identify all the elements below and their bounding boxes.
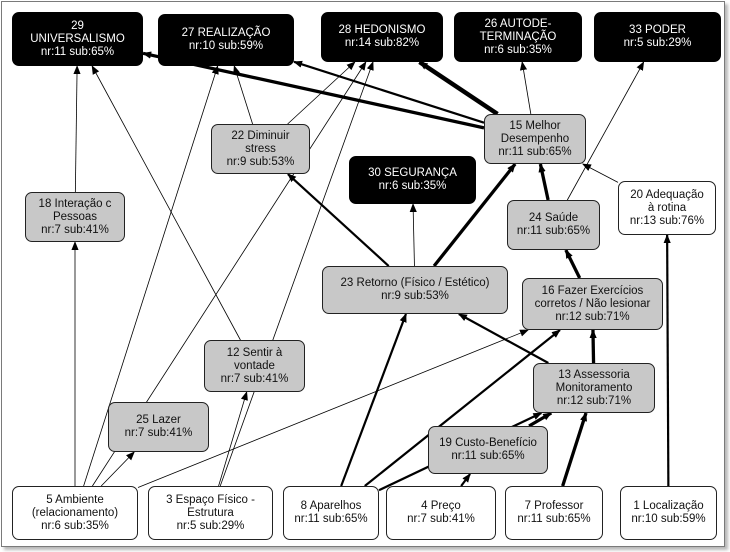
node-label: 28 HEDONISMO [338,24,426,36]
node-label: 23 Retorno (Físico / Estético) [340,277,490,289]
node-label: 19 Custo-Benefício [439,437,537,449]
node-stats: nr:6 sub:35% [41,519,109,532]
node-stats: nr:11 sub:65% [40,45,115,58]
node-stats: nr:7 sub:41% [124,427,193,439]
node-30-seguranca: 30 SEGURANÇA nr:6 sub:35% [349,156,476,204]
node-stats: nr:12 sub:71% [555,310,630,323]
edge-n23-to-n15 [432,162,517,268]
node-label: 18 Interação c Pessoas [38,197,112,223]
node-stats: nr:12 sub:71% [556,394,632,407]
node-label: 16 Fazer Exercícios corretos / Não lesio… [534,284,651,310]
node-stats: nr:9 sub:53% [226,155,295,168]
node-29-universalismo: 29 UNIVERSALISMO nr:11 sub:65% [12,12,143,66]
node-stats: nr:11 sub:65% [498,145,572,158]
node-stats: nr:5 sub:29% [623,37,692,49]
node-stats: nr:11 sub:65% [517,513,591,525]
edge-n12-to-n29 [91,65,241,341]
node-stats: nr:7 sub:41% [407,513,475,525]
edge-n5-to-n16 [137,329,529,488]
edge-n16-to-n24 [564,249,582,279]
node-stats: nr:7 sub:41% [220,372,289,385]
edge-n23-to-n30 [409,203,417,267]
node-19-custo-beneficio: 19 Custo-Benefício nr:11 sub:65% [428,426,548,474]
edge-n5-to-n27 [83,65,219,487]
node-stats: nr:11 sub:65% [451,450,525,462]
node-label: 27 REALIZAÇÃO [181,27,271,39]
node-label: 25 Lazer [136,414,181,426]
node-18-interacao-pessoas: 18 Interação c Pessoas nr:7 sub:41% [25,192,125,242]
node-4-preco: 4 Preço nr:7 sub:41% [386,486,496,540]
node-22-diminuir-stress: 22 Diminuir stress nr:9 sub:53% [211,124,310,174]
node-13-assessoria-monitoramento: 13 Assessoria Monitoramento nr:12 sub:71… [533,363,655,413]
node-stats: nr:9 sub:53% [381,290,449,302]
node-3-espaco-fisico: 3 Espaço Físico - Estrutura nr:5 sub:29% [148,486,273,540]
edge-n13-to-n23 [458,313,549,364]
node-23-retorno: 23 Retorno (Físico / Estético) nr:9 sub:… [322,266,508,314]
edge-n8-to-n16 [364,329,561,487]
node-20-adequacao-rotina: 20 Adequação à rotina nr:13 sub:76% [618,181,716,235]
node-stats: nr:10 sub:59% [188,40,264,52]
node-label: 20 Adequação à rotina [630,188,704,214]
node-label: 12 Sentir à vontade [226,346,283,372]
node-label: 24 Saúde [528,212,579,224]
edge-n24-to-n33 [566,61,645,201]
edge-n3-to-n12 [218,391,248,487]
node-27-realizacao: 27 REALIZAÇÃO nr:10 sub:59% [158,14,294,66]
node-label: 30 SEGURANÇA [368,167,457,179]
edge-n13-to-n16 [589,329,597,364]
edge-n24-to-n15 [538,163,550,201]
node-7-professor: 7 Professor nr:11 sub:65% [505,486,603,540]
edge-n5-to-n25 [100,451,135,487]
edge-n15-to-n28 [418,60,499,116]
node-stats: nr:7 sub:41% [41,223,109,236]
node-label: 7 Professor [524,500,584,512]
node-stats: nr:10 sub:59% [631,513,706,525]
node-label: 5 Ambiente (relacionamento) [31,493,119,519]
node-25-lazer: 25 Lazer nr:7 sub:41% [108,402,209,452]
node-stats: nr:5 sub:29% [176,519,245,532]
edge-n23-to-n22 [287,173,390,267]
node-label: 29 UNIVERSALISMO [30,19,125,45]
node-stats: nr:6 sub:35% [484,43,552,56]
node-label: 33 PODER [629,24,686,36]
node-5-ambiente: 5 Ambiente (relacionamento) nr:6 sub:35% [12,486,138,540]
edge-n20-to-n15 [582,163,619,183]
node-28-hedonismo: 28 HEDONISMO nr:14 sub:82% [321,12,443,62]
node-label: 3 Espaço Físico - Estrutura [166,493,255,519]
edge-n15-to-n26 [519,61,532,115]
edge-n3-to-n28 [219,61,374,487]
node-stats: nr:6 sub:35% [378,180,447,192]
edge-n19-to-n13 [528,411,553,428]
edge-n22-to-n27 [233,65,253,125]
node-33-poder: 33 PODER nr:5 sub:29% [594,12,721,62]
edge-n8-to-n23 [340,313,407,487]
edge-n1-to-n20 [663,234,671,487]
node-24-saude: 24 Saúde nr:11 sub:65% [507,200,600,250]
node-15-melhor-desempenho: 15 Melhor Desempenho nr:11 sub:65% [484,114,586,164]
node-label: 4 Preço [421,500,461,512]
node-stats: nr:13 sub:76% [629,214,705,227]
edge-n18-to-n29 [73,65,81,193]
node-26-autodeterminacao: 26 AUTODE- TERMINAÇÃO nr:6 sub:35% [454,12,582,62]
node-1-localizacao: 1 Localização nr:10 sub:59% [620,486,717,540]
edge-n7-to-n13 [561,412,588,487]
node-8-aparelhos: 8 Aparelhos nr:11 sub:65% [283,486,379,540]
node-16-fazer-exercicios: 16 Fazer Exercícios corretos / Não lesio… [522,278,663,330]
node-stats: nr:11 sub:65% [516,225,591,237]
node-label: 13 Assessoria Monitoramento [555,368,633,394]
node-stats: nr:14 sub:82% [344,37,420,49]
node-label: 8 Aparelhos [300,500,362,512]
node-label: 26 AUTODE- TERMINAÇÃO [479,17,557,43]
edge-n4-to-n19 [460,473,471,487]
edge-n15-to-n27 [293,60,485,124]
node-stats: nr:11 sub:65% [294,513,368,525]
node-label: 15 Melhor Desempenho [500,119,570,145]
node-12-sentir-vontade: 12 Sentir à vontade nr:7 sub:41% [204,340,305,392]
node-label: 1 Localização [633,500,704,512]
node-label: 22 Diminuir stress [231,129,290,155]
